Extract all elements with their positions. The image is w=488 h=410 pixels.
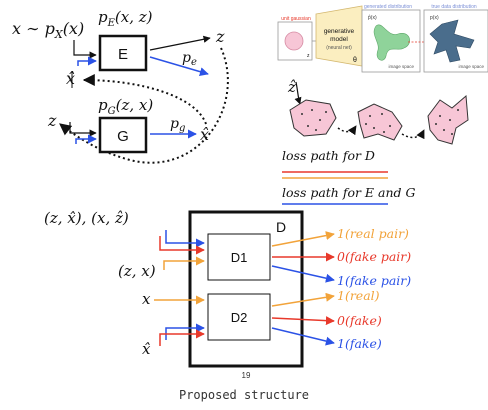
gaussian-circle-icon	[284, 31, 304, 51]
out-real: 1(real)	[337, 288, 380, 303]
out-fake-red: 0(fake)	[337, 313, 382, 328]
eg-graph: x ∼ pX(x) pE(x, z) E z pe x̂ pG(z, x) z …	[12, 8, 229, 164]
d1-box	[207, 233, 271, 281]
dotted-arrow-1	[337, 125, 357, 136]
z-to-generator-arrow	[69, 122, 97, 137]
generator-box	[98, 116, 148, 154]
true-distribution-footer: image space	[458, 64, 484, 69]
model-line1: generative	[324, 28, 355, 35]
legend-loss-d: loss path for D	[282, 148, 375, 163]
d2-box	[207, 293, 271, 341]
discriminator-diagram: D D1 D2 (z, x̂), (x, ẑ) (z, x) x x̂ 1(re…	[44, 209, 411, 380]
z-hat-arrow	[294, 81, 302, 105]
input4-blue-line	[165, 323, 205, 340]
model-line3: (neural net)	[326, 45, 352, 51]
pg-label: pg	[170, 116, 185, 134]
out-fake-blue: 1(fake)	[337, 336, 382, 351]
d2-out-fake-blue	[271, 327, 335, 346]
d1-out-fake-pair-blue	[271, 265, 335, 283]
encoder-to-pe-arrow	[149, 56, 209, 77]
unit-gaussian-z: z	[307, 53, 310, 59]
true-distribution-header: true data distribution	[431, 4, 477, 10]
unit-gaussian-header: unit gaussian	[281, 16, 311, 22]
sample-distribution-label: x ∼ pX(x)	[12, 19, 84, 41]
out-real-pair: 1(real pair)	[337, 226, 409, 241]
legend-loss-eg: loss path for E and G	[282, 185, 416, 200]
generator-box-label: G	[117, 128, 129, 145]
z-input: z	[47, 111, 57, 130]
true-slate-shape	[429, 19, 475, 63]
encoder-box	[98, 34, 148, 72]
input1-red-line	[159, 236, 205, 255]
encoder-blue-input	[77, 56, 97, 66]
pink-shape-1	[289, 99, 337, 137]
dotted-loop-x-hat	[82, 74, 207, 125]
z-output: z	[215, 27, 225, 46]
discriminator-label: D	[276, 219, 286, 235]
x-to-encoder-arrow	[73, 40, 97, 59]
pink-shape-2-dots	[365, 113, 391, 133]
encoder-to-z-arrow	[149, 35, 211, 51]
legend: loss path for D loss path for E and G	[282, 148, 416, 205]
d2-out-fake-red	[271, 316, 335, 326]
encoder-distribution-label: pE(x, z)	[98, 8, 153, 29]
figure-caption: Proposed structure	[178, 388, 310, 402]
generated-green-shape	[373, 24, 410, 61]
true-distribution-label: p(x)	[430, 15, 439, 21]
model-theta: θ	[353, 57, 357, 64]
out-fake-pair-red: 0(fake pair)	[337, 249, 411, 264]
x-hat-left: x̂	[66, 69, 75, 88]
generative-model-illustration: unit gaussian z generative model (neural…	[277, 4, 488, 145]
generator-distribution-label: pG(z, x)	[98, 96, 153, 117]
out-fake-pair-blue: 1(fake pair)	[337, 273, 411, 288]
pink-shape-1-dots	[301, 109, 327, 131]
generator-blue-input	[75, 134, 97, 144]
pe-label: pe	[182, 50, 197, 68]
dotted-arrow-2	[401, 129, 425, 140]
z-hat-label: ẑ	[287, 78, 296, 96]
input-pair-real: (z, x)	[118, 262, 156, 280]
d1-out-real-pair	[271, 231, 335, 247]
pink-shape-3	[427, 94, 469, 145]
generated-distribution-header: generated distribution	[364, 4, 412, 10]
input-pair-fake: (z, x̂), (x, ẑ)	[44, 209, 129, 227]
input-x-hat: x̂	[142, 340, 151, 358]
model-line2: model	[330, 36, 348, 43]
x-hat-right: x̂	[200, 125, 209, 144]
pink-shape-2	[357, 103, 403, 141]
input1-blue-line	[165, 230, 205, 248]
pink-shape-3-dots	[435, 109, 459, 135]
generated-distribution-footer: image space	[388, 64, 414, 69]
d2-out-real	[271, 292, 335, 307]
input2-orange-line	[163, 256, 205, 270]
page-number: 19	[242, 371, 251, 380]
input4-red-line	[159, 329, 205, 346]
d1-label: D1	[231, 250, 248, 265]
d2-label: D2	[231, 310, 248, 325]
generated-distribution-label: p̂(x)	[368, 15, 377, 21]
input-x: x	[142, 290, 151, 308]
encoder-box-label: E	[118, 46, 128, 63]
